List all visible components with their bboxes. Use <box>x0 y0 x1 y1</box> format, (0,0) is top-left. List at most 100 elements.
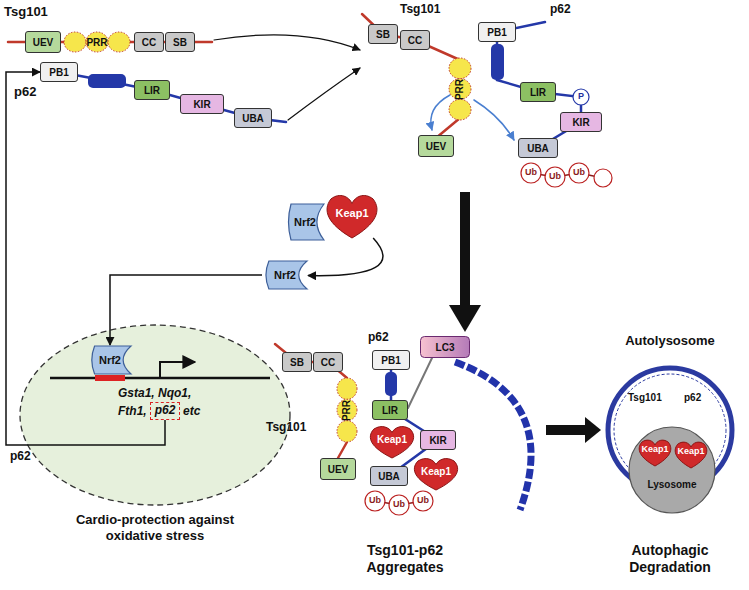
text-label: etc <box>183 404 200 418</box>
process-arrow <box>449 305 481 332</box>
node-text: Ub <box>573 168 585 178</box>
domain-box: UBA <box>234 108 272 128</box>
text-label: p62 <box>684 392 701 404</box>
keap1-heart: Keap1 <box>672 440 710 468</box>
node-text: UEV <box>426 141 447 152</box>
tsg101-chain <box>338 442 347 458</box>
node-text: PB1 <box>487 27 506 38</box>
interaction-arrow <box>431 95 450 130</box>
ubiquitin-circle: Ub <box>568 162 590 184</box>
text-label: Autophagic Degradation <box>605 542 735 576</box>
domain-ellipses: PRR <box>336 378 358 442</box>
text-label: Tsg101 <box>628 392 662 404</box>
ubiquitin-circle <box>594 169 612 187</box>
domain-box: UBA <box>370 466 408 486</box>
tsg101-chain <box>362 14 460 60</box>
node-text: Nrf2 <box>294 216 316 228</box>
lysosome-outline <box>628 426 716 514</box>
node-text: Lysosome <box>647 479 696 490</box>
tsg101-chain <box>275 344 347 378</box>
domain-ellipses: PRR <box>448 58 472 120</box>
keap1-heart: Keap1 <box>636 438 674 466</box>
helix-cylinder <box>385 372 397 396</box>
process-arrow <box>460 192 470 306</box>
node-text: UEV <box>328 464 349 475</box>
lc3-stalk <box>408 358 432 408</box>
node-text: CC <box>321 357 335 368</box>
node-text: Keap1 <box>377 434 407 445</box>
transcription-arrow <box>160 362 195 378</box>
node-text: Ub <box>369 496 381 506</box>
ubiquitin-circle: Ub <box>364 490 386 512</box>
ubiquitin-circle: Ub <box>544 166 566 188</box>
node-text: PRR <box>455 78 466 99</box>
node-text: LIR <box>530 87 546 98</box>
process-arrow <box>585 417 601 443</box>
text-label: p62 <box>14 84 36 100</box>
interaction-arrow <box>474 100 514 140</box>
domain-box: CC <box>313 352 343 372</box>
keap1-heart: Keap1 <box>410 456 462 490</box>
ubiquitin-circle: Ub <box>412 490 434 512</box>
domain-box: PB1 <box>372 350 410 370</box>
binding-site <box>95 375 125 381</box>
node-text: KIR <box>193 99 210 110</box>
ubiquitin-circle: Ub <box>388 494 410 516</box>
phospho-circle: P <box>572 88 590 106</box>
node-text: Ub <box>393 500 405 510</box>
domain-box: CC <box>400 30 430 50</box>
keap1-heart: Keap1 <box>322 192 382 238</box>
domain-ellipses: PRR <box>64 31 130 53</box>
text-label: Tsg101-p62 Aggregates <box>330 542 480 576</box>
text-label: Cardio-protection against oxidative stre… <box>75 512 235 543</box>
node-text: UBA <box>242 113 264 124</box>
node-text: SB <box>376 29 390 40</box>
domain-box: LIR <box>520 82 556 102</box>
node-text: Autolysosome <box>625 334 715 348</box>
node-text: CC <box>408 35 422 46</box>
node-text: LIR <box>382 405 398 416</box>
text-label: p62 <box>550 2 571 16</box>
domain-box: SB <box>165 32 195 52</box>
node-text: UBA <box>378 471 400 482</box>
domain-box: KIR <box>420 430 456 450</box>
node-text: Keap1 <box>421 466 451 477</box>
keap1-heart: Keap1 <box>366 424 418 458</box>
domain-box: UEV <box>320 458 356 480</box>
connector <box>110 275 262 345</box>
connector <box>308 238 383 276</box>
node-text: SB <box>290 357 304 368</box>
nrf2-shape: Nrf2 <box>285 203 325 241</box>
node-text: PB1 <box>49 67 68 78</box>
nucleus <box>20 325 290 505</box>
node-text: p62 <box>155 404 176 417</box>
helix-cylinder <box>491 44 504 80</box>
edge-label: p62 <box>10 449 31 463</box>
autolysosome: AutolysosomeLysosome Keap1 Keap1 <box>600 334 740 518</box>
node-text: Ub <box>525 168 537 178</box>
node-text: LIR <box>144 85 160 96</box>
node-text: PRR <box>342 399 353 420</box>
node-text: Nrf2 <box>99 354 121 366</box>
node-text: UEV <box>33 37 54 48</box>
domain-box: CC <box>134 32 164 52</box>
domain-box: LIR <box>134 80 170 100</box>
domain-box: UEV <box>25 31 61 53</box>
domain-box: SB <box>282 352 312 372</box>
node-text: P <box>578 92 584 102</box>
domain-box: KIR <box>180 94 224 114</box>
ub-chain <box>531 173 603 178</box>
ubiquitin-circle: Ub <box>520 162 542 184</box>
node-text: Nrf2 <box>274 269 296 281</box>
text-label: Tsg101 <box>4 4 48 20</box>
domain-box: UBA <box>518 138 558 158</box>
gene-box: p62 <box>150 402 180 420</box>
text-label: Tsg101 <box>266 420 306 434</box>
node-text: Keap1 <box>641 445 668 455</box>
node-text: Keap1 <box>335 207 368 219</box>
domain-box: KIR <box>560 112 602 132</box>
node-text: LC3 <box>436 342 455 353</box>
phagophore-membrane <box>455 362 531 510</box>
text-label: Gsta1, Nqo1, <box>118 386 191 400</box>
